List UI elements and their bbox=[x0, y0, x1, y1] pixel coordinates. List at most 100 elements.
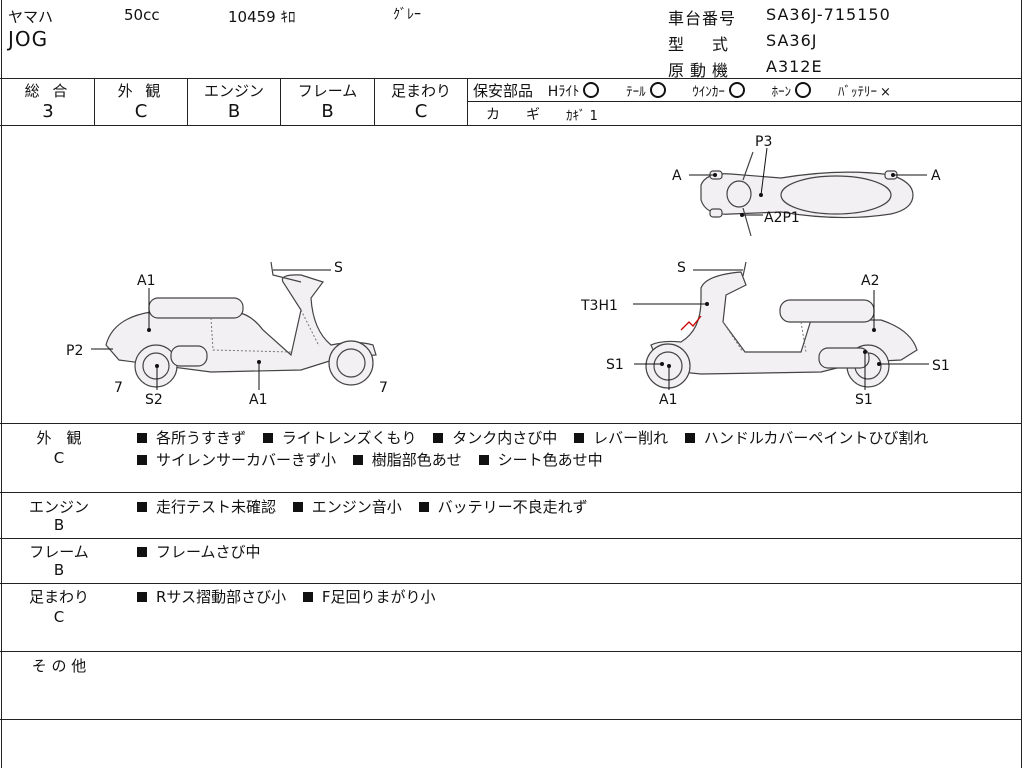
suspension-label: 足まわり bbox=[390, 82, 451, 100]
battery-ng-icon: × bbox=[879, 85, 891, 100]
key-value: ｶｷﾞ 1 bbox=[566, 109, 598, 124]
bullet-square-icon bbox=[137, 502, 147, 512]
diagram-bottom bbox=[0, 423, 1022, 424]
label-left-s2: S2 bbox=[145, 392, 163, 408]
label-right-s1-right: S1 bbox=[932, 358, 950, 374]
bullet-square-icon bbox=[418, 502, 429, 512]
remark-item: シート色あせ中 bbox=[497, 451, 603, 469]
bullet-square-icon bbox=[262, 433, 273, 443]
remark-suspension-line: Rサス摺動部さび小 F足回りまがり小 bbox=[137, 586, 436, 607]
bullet-square-icon bbox=[137, 547, 147, 557]
bullet-square-icon bbox=[302, 592, 313, 602]
remark-item: サイレンサーカバーきず小 bbox=[156, 451, 337, 469]
remark-item: フレームさび中 bbox=[156, 543, 261, 561]
label-a-top-right: A bbox=[931, 168, 941, 184]
safety-parts-label: 保安部品 bbox=[473, 82, 534, 100]
label-a2p1: A2P1 bbox=[764, 210, 800, 226]
winker-label: ｳｲﾝｶｰ bbox=[692, 85, 725, 100]
bullet-square-icon bbox=[478, 455, 489, 465]
frame-label: フレーム bbox=[297, 82, 358, 100]
frame-number-label: 車台番号 bbox=[668, 9, 737, 28]
top-view-scooter bbox=[700, 151, 914, 237]
remarks-line-2 bbox=[0, 538, 1022, 539]
bullet-square-icon bbox=[352, 455, 363, 465]
remarks-line-5 bbox=[0, 719, 1022, 720]
bullet-square-icon bbox=[292, 502, 303, 512]
frame-grade: B bbox=[321, 101, 334, 122]
battery-label: ﾊﾞｯﾃﾘｰ bbox=[837, 85, 877, 100]
type-label: 型 式 bbox=[668, 35, 735, 54]
remark-item: 各所うすきず bbox=[156, 429, 247, 447]
headlight-ok-icon bbox=[583, 82, 600, 98]
horn-label: ﾎｰﾝ bbox=[771, 85, 792, 100]
mileage: 10459 ｷﾛ bbox=[228, 8, 296, 26]
remark-item: エンジン音小 bbox=[311, 498, 402, 516]
remark-item: バッテリー不良走れず bbox=[437, 498, 588, 516]
remarks-line-1 bbox=[0, 492, 1022, 493]
exterior-grade: C bbox=[134, 101, 148, 122]
bullet-square-icon bbox=[137, 433, 147, 443]
label-right-s: S bbox=[677, 260, 686, 276]
remark-other-title: そ の 他 bbox=[31, 657, 87, 675]
bullet-square-icon bbox=[137, 455, 147, 465]
remark-exterior-line-1: 各所うすきず ライトレンズくもり タンク内さび中 レバー削れ ハンドルカバーペイ… bbox=[137, 427, 928, 448]
engine-grade: B bbox=[227, 101, 241, 122]
remark-frame-line: フレームさび中 bbox=[137, 541, 261, 562]
remark-suspension-title: 足まわり bbox=[28, 588, 89, 606]
remark-suspension-grade: C bbox=[53, 608, 65, 626]
grade-divider-3 bbox=[280, 78, 281, 125]
label-left-a1-bottom: A1 bbox=[249, 392, 267, 408]
label-p3: P3 bbox=[755, 134, 772, 150]
horn-ok-icon bbox=[795, 82, 812, 98]
bullet-square-icon bbox=[433, 433, 444, 443]
scooter-diagram: P3 A A A2P1 S A1 P2 7 S2 A1 7 bbox=[66, 134, 950, 408]
exterior-label: 外 観 bbox=[117, 82, 165, 100]
type-value: SA36J bbox=[766, 31, 818, 50]
safety-parts-row: 保安部品 Hﾗｲﾄ ﾃｰﾙ ｳｲﾝｶｰ ﾎｰﾝ ﾊﾞｯﾃﾘｰ× bbox=[473, 80, 891, 101]
displacement: 50cc bbox=[124, 6, 160, 24]
left-side-scooter bbox=[105, 261, 377, 388]
label-left-7-left: 7 bbox=[114, 380, 123, 396]
grade-table-top bbox=[0, 78, 1022, 79]
label-left-a1-top: A1 bbox=[137, 273, 155, 289]
label-right-a1: A1 bbox=[659, 392, 677, 408]
label-right-t3h1: T3H1 bbox=[580, 298, 618, 314]
remark-item: レバー削れ bbox=[593, 429, 669, 447]
key-label: カ ギ bbox=[486, 107, 546, 123]
label-right-a2: A2 bbox=[861, 273, 879, 289]
bullet-square-icon bbox=[137, 592, 147, 602]
grade-divider-1 bbox=[94, 78, 95, 125]
overall-label: 総 合 bbox=[24, 82, 72, 100]
sheet-right-border bbox=[1021, 0, 1022, 768]
remark-exterior-grade: C bbox=[53, 449, 65, 467]
color: ｸﾞﾚｰ bbox=[393, 7, 421, 23]
frame-number-value: SA36J-715150 bbox=[766, 5, 891, 24]
bullet-square-icon bbox=[574, 433, 585, 443]
model-name: JOG bbox=[8, 27, 49, 51]
remark-engine-line: 走行テスト未確認 エンジン音小 バッテリー不良走れず bbox=[137, 496, 588, 517]
grade-divider-2 bbox=[187, 78, 188, 125]
remarks-line-3 bbox=[0, 583, 1022, 584]
maker-name: ヤマハ bbox=[8, 8, 54, 26]
headlight-label: Hﾗｲﾄ bbox=[547, 84, 580, 100]
grade-table-bottom bbox=[0, 125, 1022, 126]
remark-item: タンク内さび中 bbox=[452, 429, 558, 447]
remark-exterior-line-2: サイレンサーカバーきず小 樹脂部色あせ シート色あせ中 bbox=[137, 449, 603, 470]
grade-divider-5 bbox=[467, 78, 468, 125]
engine-label: エンジン bbox=[203, 82, 264, 100]
grade-divider-4 bbox=[374, 78, 375, 125]
sheet-left-border bbox=[1, 0, 2, 768]
remark-item: F足回りまがり小 bbox=[321, 588, 436, 606]
remark-exterior-title: 外 観 bbox=[36, 429, 82, 447]
remark-item: ライトレンズくもり bbox=[281, 429, 417, 447]
grade-table-mid bbox=[467, 101, 1022, 102]
remark-frame-title: フレーム bbox=[29, 543, 89, 561]
suspension-grade: C bbox=[414, 101, 428, 122]
engine-model-value: A312E bbox=[766, 57, 823, 76]
label-right-s1-left: S1 bbox=[606, 357, 624, 373]
label-left-7-right: 7 bbox=[379, 380, 388, 396]
remark-item: ハンドルカバーペイントひび割れ bbox=[703, 429, 929, 447]
tail-label: ﾃｰﾙ bbox=[626, 85, 646, 100]
remarks-line-4 bbox=[0, 651, 1022, 652]
overall-grade: 3 bbox=[42, 101, 54, 122]
